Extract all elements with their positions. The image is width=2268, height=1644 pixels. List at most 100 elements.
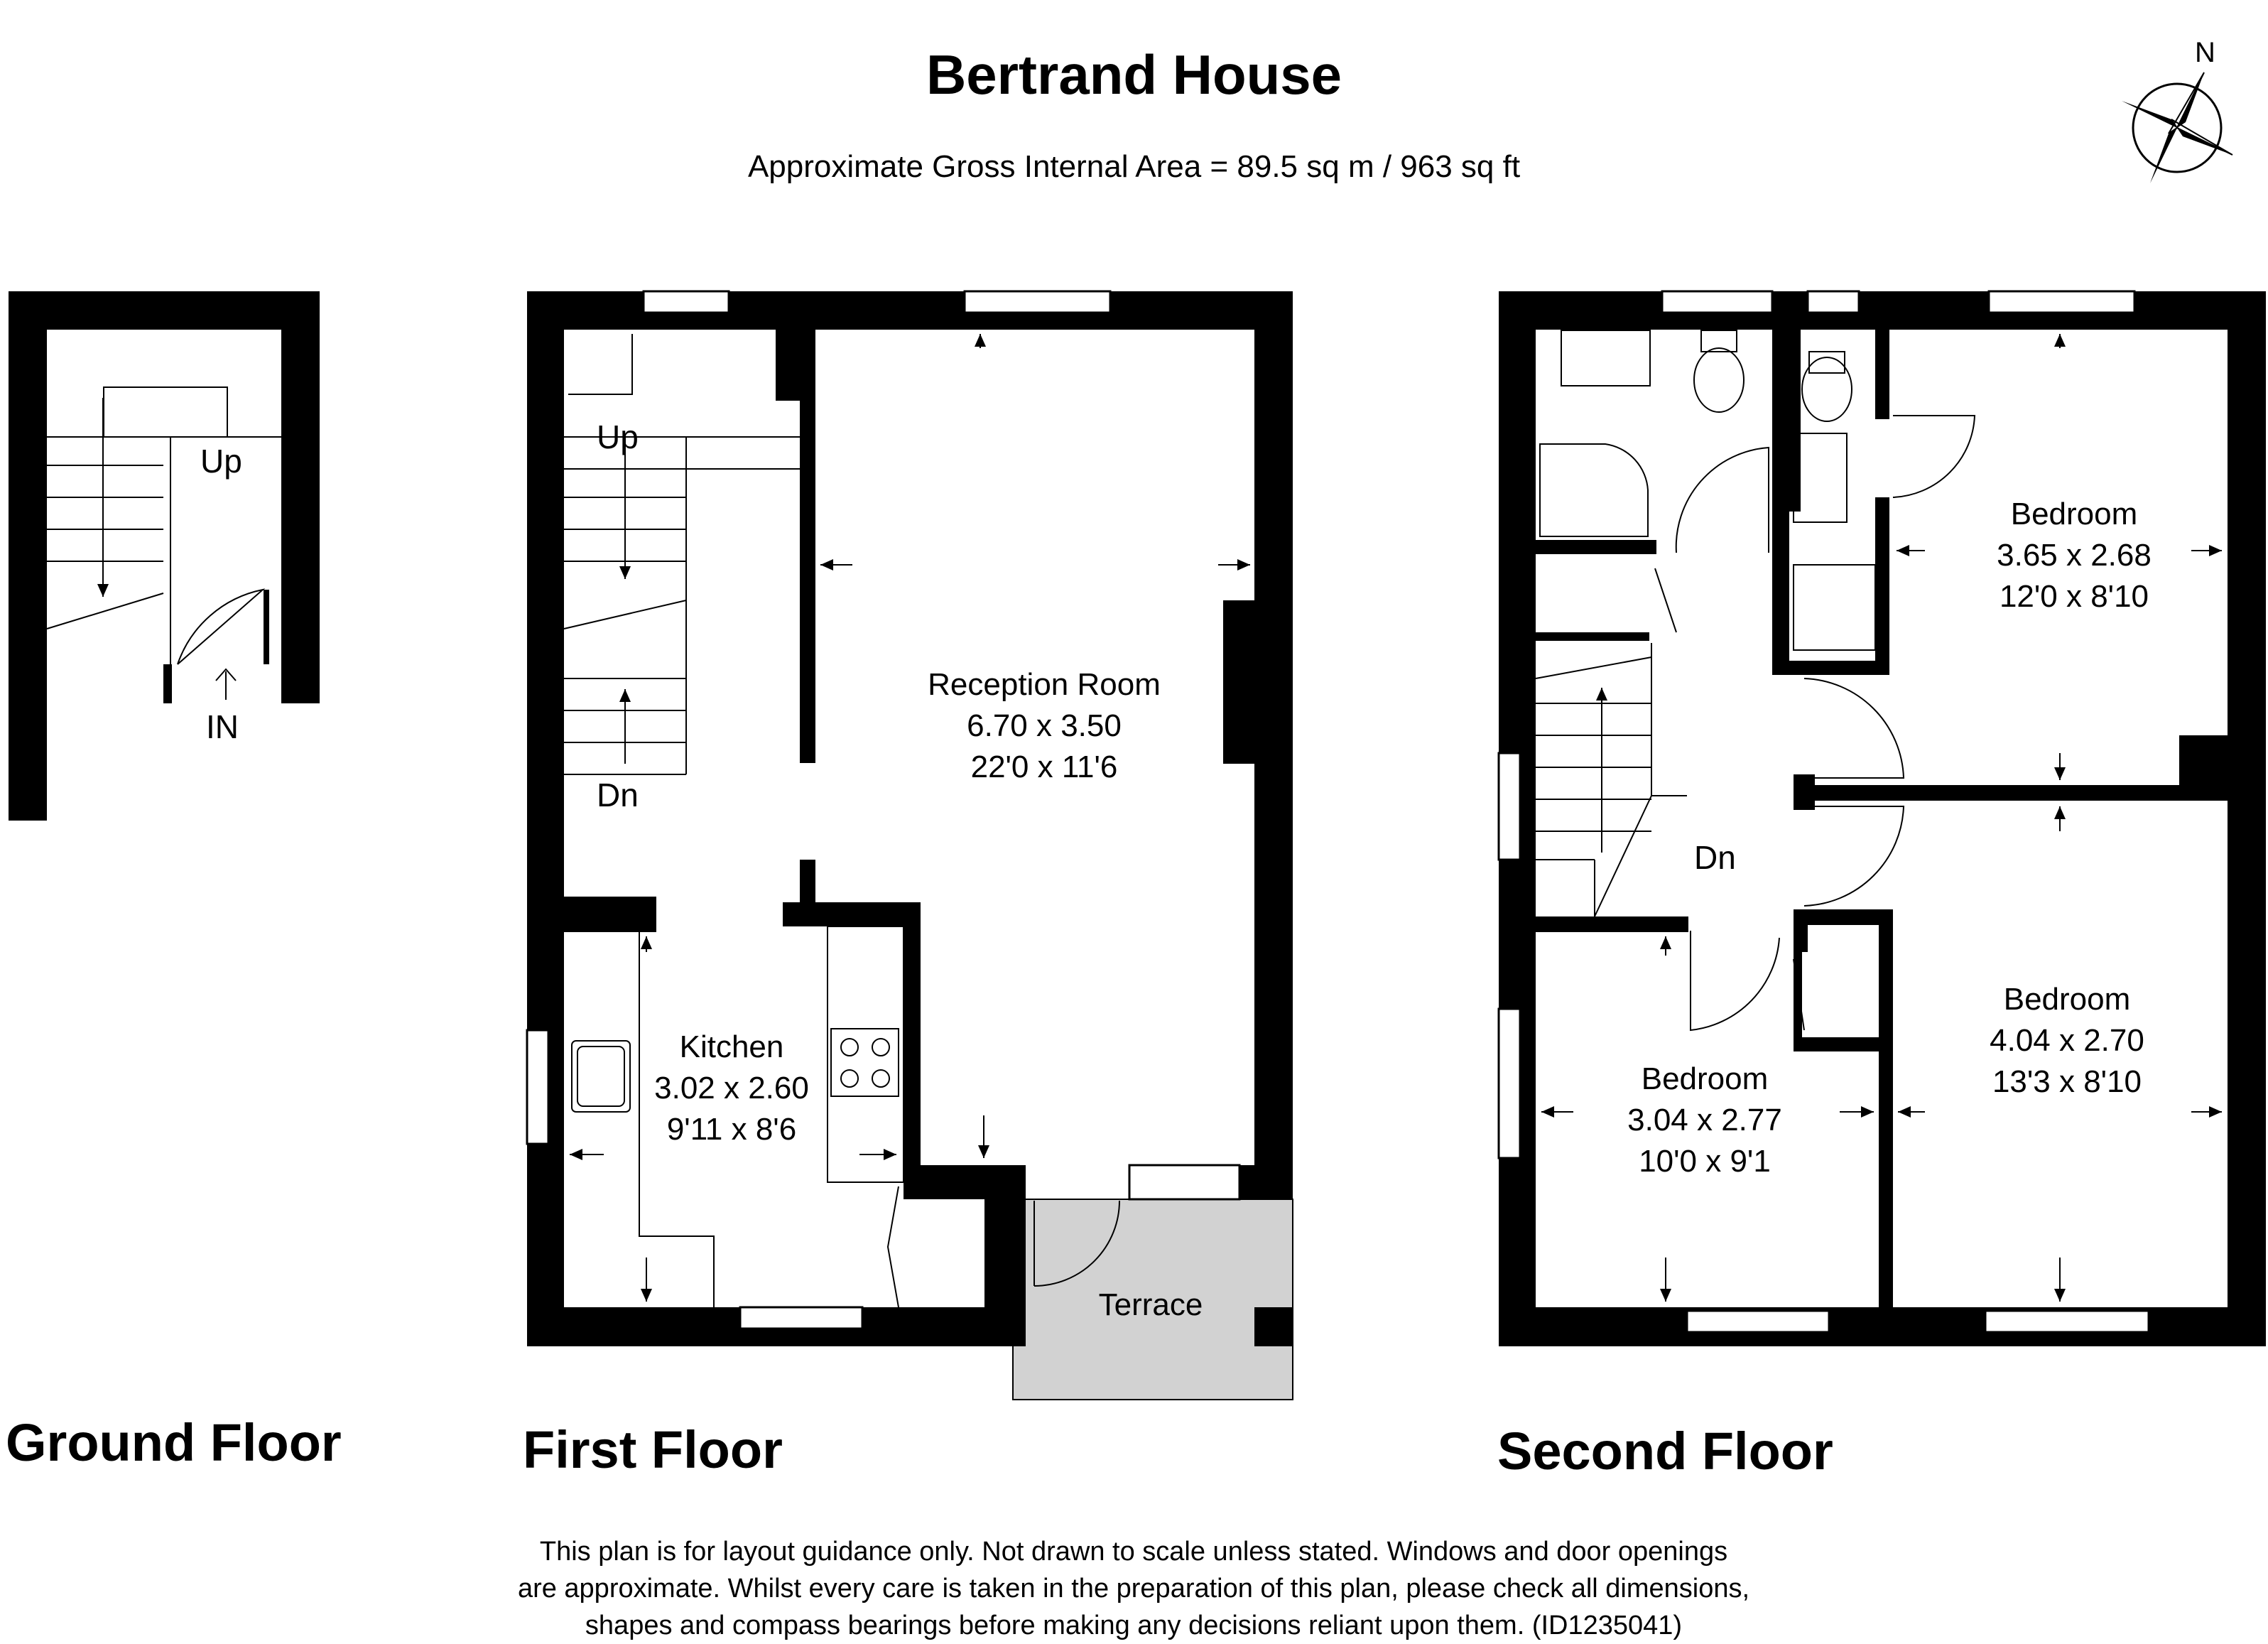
shower (1793, 564, 1876, 651)
room-metric: 6.70 x 3.50 (967, 708, 1122, 743)
wall (1536, 916, 1688, 932)
window (1497, 752, 1521, 861)
wall (800, 330, 815, 763)
terrace-door (1033, 1200, 1120, 1287)
window (739, 1306, 864, 1330)
shower (1539, 443, 1649, 537)
wall (9, 291, 47, 821)
ground-floor-label: Ground Floor (6, 1413, 342, 1472)
first-floor-plan (526, 290, 1293, 1400)
first-stairs-up-label: Up (597, 418, 639, 455)
disclaimer-line: are approximate. Whilst every care is ta… (517, 1574, 1750, 1604)
second-floor-stairs (1535, 643, 1687, 917)
room-metric: 3.04 x 2.77 (1627, 1103, 1782, 1137)
sink (571, 1040, 631, 1113)
door (886, 1186, 899, 1308)
wall (1772, 661, 1889, 675)
window (963, 290, 1112, 314)
wall (1254, 1307, 1293, 1346)
wall (1794, 909, 1893, 925)
wall (1794, 1037, 1879, 1051)
kitchen-units (571, 926, 904, 1307)
wall (281, 664, 320, 703)
chimney-breast (1223, 600, 1259, 764)
page-title: Bertrand House (926, 43, 1342, 106)
first-stairs-down-label: Dn (597, 777, 639, 813)
window (1128, 1164, 1241, 1201)
kitchen-label: Kitchen 3.02 x 2.60 9'11 x 8'6 (625, 1027, 838, 1150)
second-stairs-down-label: Dn (1694, 839, 1736, 876)
bedroom-bottom-right-label: Bedroom 4.04 x 2.70 13'3 x 8'10 (1946, 979, 2188, 1103)
wall (1859, 291, 1884, 330)
ground-stairs (46, 386, 281, 664)
basin (1793, 433, 1848, 523)
wall (1875, 497, 1889, 675)
window (1987, 290, 2136, 314)
second-floor-plan (1497, 290, 2266, 1346)
window (1686, 1309, 1830, 1334)
room-imperial: 9'11 x 8'6 (666, 1112, 797, 1147)
first-floor-label: First Floor (523, 1420, 783, 1479)
entrance-door (177, 588, 266, 665)
bedroom-top-right-label: Bedroom 3.65 x 2.68 12'0 x 8'10 (1960, 494, 2188, 617)
reception-room-label: Reception Room 6.70 x 3.50 22'0 x 11'6 (881, 664, 1208, 788)
wall (1536, 540, 1656, 554)
window (1661, 290, 1774, 314)
bathroom-fixtures (1539, 330, 1876, 651)
wall (163, 664, 172, 703)
ground-floor-plan (9, 291, 320, 821)
wall (984, 1199, 1026, 1346)
room-name: Reception Room (928, 667, 1161, 702)
wall (1879, 909, 1893, 1343)
terrace-balcony (1012, 1199, 1293, 1400)
room-imperial: 12'0 x 8'10 (1999, 579, 2149, 614)
room-metric: 3.65 x 2.68 (1997, 538, 2152, 573)
hob (830, 1028, 899, 1097)
second-floor-doors (1654, 415, 1976, 1032)
wall (2228, 291, 2266, 1346)
room-name: Terrace (1098, 1287, 1203, 1322)
room-name: Bedroom (2003, 982, 2131, 1017)
room-imperial: 13'3 x 8'10 (1992, 1064, 2142, 1099)
wall (783, 902, 918, 926)
basin (1561, 330, 1651, 386)
disclaimer: This plan is for layout guidance only. N… (423, 1533, 1844, 1644)
window (1806, 290, 1860, 314)
wall (527, 291, 564, 1346)
wall (281, 291, 320, 703)
wall (776, 330, 800, 401)
disclaimer-line: This plan is for layout guidance only. N… (539, 1537, 1728, 1567)
entrance-arrow (215, 668, 237, 700)
second-floor-label: Second Floor (1497, 1422, 1833, 1481)
door (568, 334, 633, 395)
room-metric: 4.04 x 2.70 (1990, 1023, 2144, 1058)
wall (1536, 632, 1649, 641)
first-floor-stairs (563, 436, 800, 775)
room-name: Bedroom (2010, 497, 2138, 531)
terrace-label: Terrace (1058, 1285, 1243, 1326)
window (1984, 1309, 2150, 1334)
bedroom-bottom-left-label: Bedroom 3.04 x 2.77 10'0 x 9'1 (1591, 1059, 1818, 1182)
wall (1236, 1165, 1293, 1199)
wall (9, 291, 320, 330)
wall (904, 902, 921, 1186)
wall (1772, 327, 1789, 675)
compass-rose-icon (2122, 72, 2233, 183)
compass-north-label: N (2195, 37, 2215, 68)
wall (1794, 785, 2266, 801)
disclaimer-line: shapes and compass bearings before makin… (585, 1611, 1683, 1640)
window (1497, 1007, 1521, 1159)
window (526, 1029, 550, 1145)
room-metric: 3.02 x 2.60 (654, 1071, 809, 1105)
window (642, 290, 730, 314)
toilet (1808, 351, 1845, 374)
room-imperial: 22'0 x 11'6 (970, 750, 1118, 784)
ground-stairs-up-label: Up (200, 443, 242, 480)
room-imperial: 10'0 x 9'1 (1639, 1144, 1771, 1179)
wall (527, 291, 1293, 330)
wall (2179, 735, 2266, 801)
wall (564, 897, 656, 932)
gross-area-subtitle: Approximate Gross Internal Area = 89.5 s… (747, 149, 1521, 184)
toilet (1700, 330, 1737, 352)
